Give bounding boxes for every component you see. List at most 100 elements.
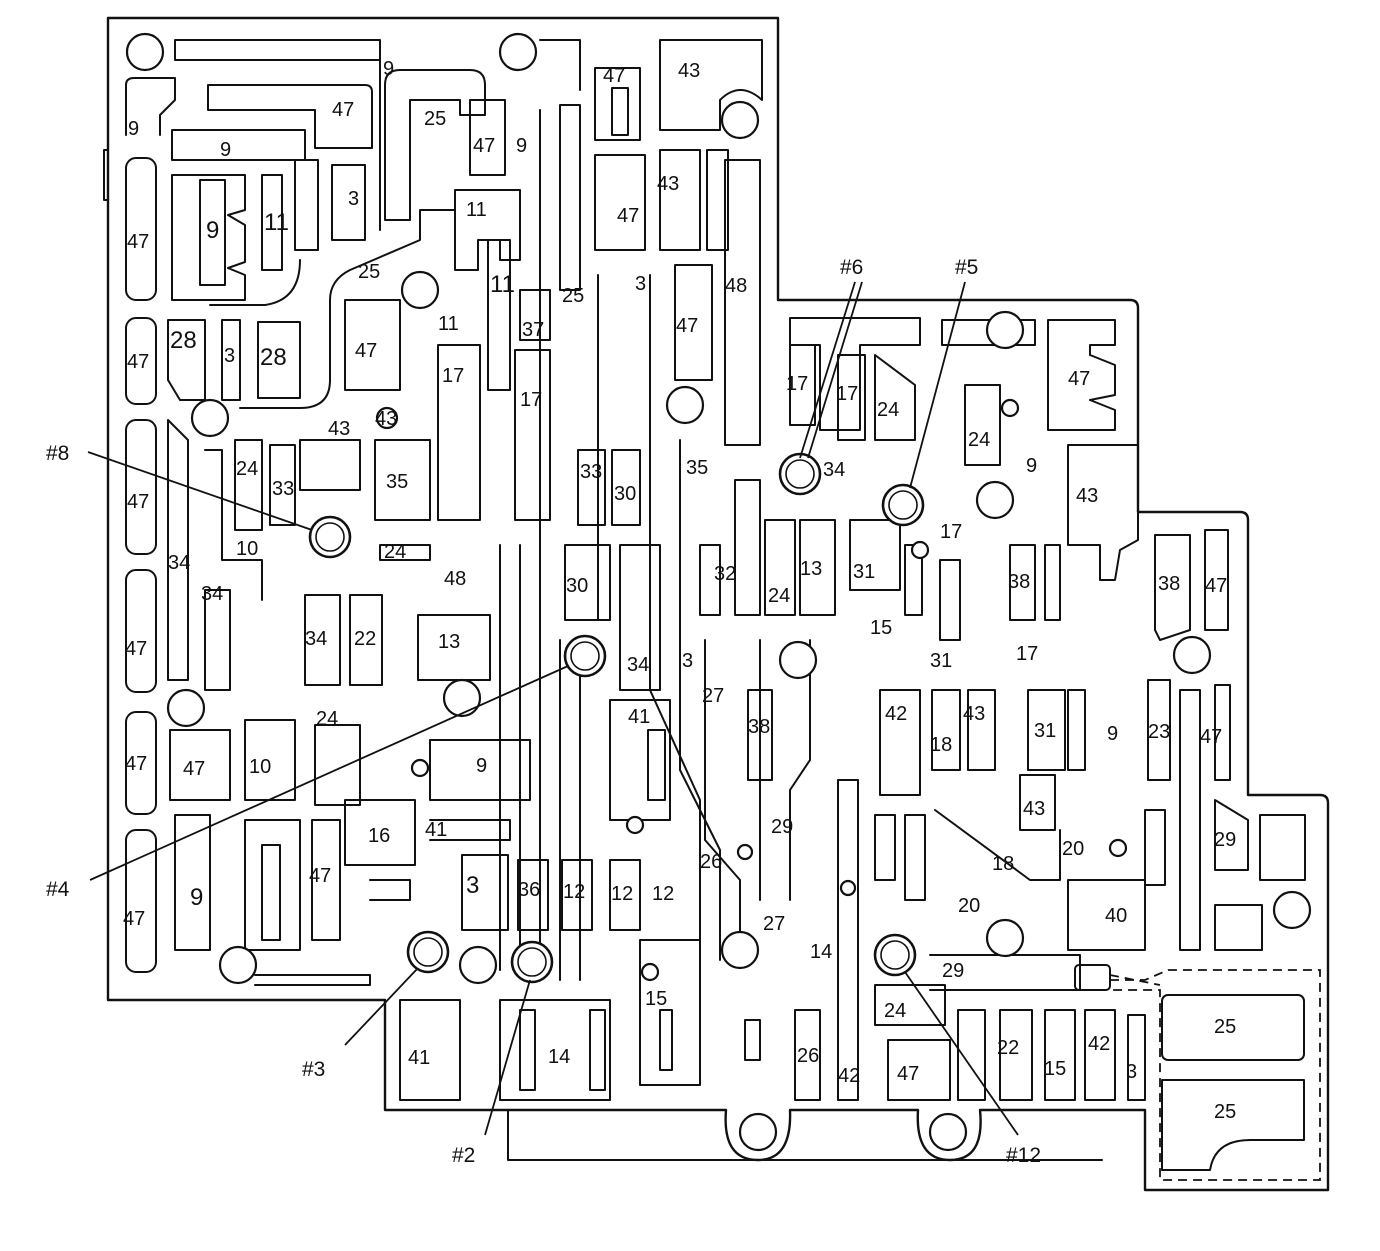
passage-label: 34 — [627, 654, 649, 676]
passage-label: 29 — [1214, 829, 1236, 851]
passage-label: 9 — [190, 884, 203, 911]
passage-label: 24 — [877, 399, 899, 421]
passage-label: 40 — [1105, 905, 1127, 927]
passage-label: 3 — [224, 345, 235, 367]
passage-label: 25 — [424, 108, 446, 130]
channel-walls — [125, 39, 1306, 1171]
passage-label: 31 — [930, 650, 952, 672]
passage-label: 35 — [686, 457, 708, 479]
bolt-holes — [125, 32, 1312, 1152]
passage-label: 9 — [220, 139, 231, 161]
passage-label: 18 — [930, 734, 952, 756]
passage-label: 47 — [617, 205, 639, 227]
passage-label: 27 — [763, 913, 785, 935]
passage-label: 17 — [442, 365, 464, 387]
passage-label: 43 — [375, 408, 397, 430]
passage-label: 48 — [444, 568, 466, 590]
passage-label: 24 — [768, 585, 790, 607]
passage-label: 14 — [810, 941, 832, 963]
passage-label: 25 — [358, 261, 380, 283]
passage-label: 28 — [260, 344, 287, 371]
passage-label: 30 — [614, 483, 636, 505]
passage-label: 43 — [657, 173, 679, 195]
callout-ball-8: #8 — [46, 442, 69, 465]
passage-label: 33 — [580, 461, 602, 483]
passage-label: 11 — [264, 209, 289, 236]
passage-label: 35 — [386, 471, 408, 493]
passage-label: 43 — [1023, 798, 1045, 820]
passage-label: 29 — [942, 960, 964, 982]
passage-label: 11 — [466, 199, 487, 221]
passage-label: 15 — [870, 617, 892, 639]
callout-ball-2: #2 — [452, 1144, 475, 1167]
passage-label: 47 — [897, 1063, 919, 1085]
passage-label: 16 — [368, 825, 390, 847]
passage-label: 47 — [127, 231, 149, 253]
callout-ball-5: #5 — [955, 256, 978, 279]
passage-label: 31 — [853, 561, 875, 583]
passage-label: 9 — [516, 135, 527, 157]
passage-label: 47 — [183, 758, 205, 780]
lower-inner-rim — [507, 1109, 1103, 1161]
passage-label: 25 — [562, 285, 584, 307]
passage-label: 30 — [566, 575, 588, 597]
leader-lines — [87, 281, 1019, 1136]
passage-label: 11 — [490, 271, 515, 298]
passage-label: 34 — [305, 628, 327, 650]
passage-label: 42 — [838, 1065, 860, 1087]
passage-label: 10 — [236, 538, 258, 560]
passage-label: 17 — [520, 389, 542, 411]
passage-label: 9 — [128, 118, 139, 140]
passage-label: 17 — [786, 373, 808, 395]
callout-ball-3: #3 — [302, 1058, 325, 1081]
passage-label: 43 — [328, 418, 350, 440]
passage-label: 17 — [836, 383, 858, 405]
passage-label: 9 — [383, 58, 394, 80]
passage-label: 47 — [1200, 726, 1222, 748]
passage-label: 20 — [958, 895, 980, 917]
passage-label: 26 — [797, 1045, 819, 1067]
passage-label: 34 — [823, 459, 845, 481]
passage-label: 27 — [702, 685, 724, 707]
passage-label: 31 — [1034, 720, 1056, 742]
passage-label: 41 — [425, 819, 447, 841]
dashed-link — [1109, 974, 1161, 986]
passage-label: 38 — [748, 716, 770, 738]
callout-ball-12: #12 — [1006, 1144, 1041, 1167]
passage-label: 47 — [1205, 575, 1227, 597]
passage-label: 3 — [635, 273, 646, 295]
passage-label: 12 — [652, 883, 674, 905]
passage-label: 47 — [125, 753, 147, 775]
passage-label: 24 — [316, 708, 338, 730]
passage-label: 47 — [332, 99, 354, 121]
passage-label: 9 — [206, 217, 219, 244]
passage-label: 13 — [800, 558, 822, 580]
passage-label: 43 — [1076, 485, 1098, 507]
passage-label: 47 — [676, 315, 698, 337]
passage-label: 24 — [884, 1000, 906, 1022]
passage-label: 3 — [466, 872, 479, 899]
outline-notch — [103, 149, 109, 201]
passage-label: 47 — [123, 908, 145, 930]
passage-labels: 9 9 9 9 9 9 9 9 9 47 47 47 47 47 47 47 4… — [123, 58, 1236, 1123]
passage-label: 47 — [125, 638, 147, 660]
passage-label: 42 — [885, 703, 907, 725]
passage-label: 32 — [714, 563, 736, 585]
passage-label: 34 — [168, 552, 190, 574]
passage-label: 20 — [1062, 838, 1084, 860]
passage-label: 18 — [992, 853, 1014, 875]
passage-label: 3 — [682, 650, 693, 672]
passage-label: 34 — [201, 583, 223, 605]
passage-label: 29 — [771, 816, 793, 838]
passage-label: 11 — [438, 313, 459, 335]
passage-label: 47 — [309, 865, 331, 887]
passage-label: 37 — [522, 319, 544, 341]
passage-label: 36 — [518, 879, 540, 901]
passage-label: 14 — [548, 1046, 570, 1068]
passage-label: 42 — [1088, 1033, 1110, 1055]
passage-label: 13 — [438, 631, 460, 653]
passage-label: 38 — [1008, 571, 1030, 593]
passage-label: 47 — [1068, 368, 1090, 390]
passage-label: 17 — [1016, 643, 1038, 665]
passage-label: 41 — [628, 706, 650, 728]
